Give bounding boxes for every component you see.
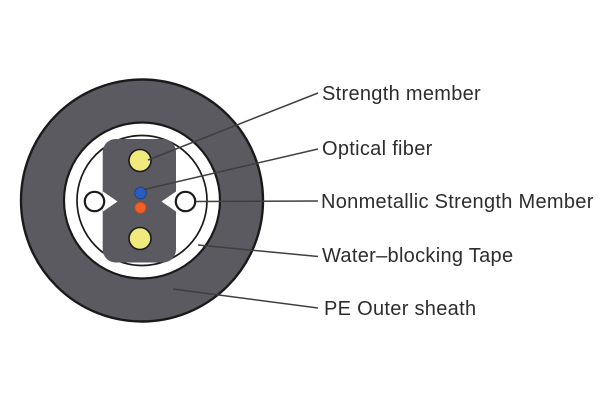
leader-line-water-blocking-tape (197, 244, 319, 258)
label-pe-outer-sheath: PE Outer sheath (324, 297, 477, 320)
label-nonmetallic-strength-member: Nonmetallic Strength Member (321, 191, 594, 213)
label-optical-fiber: Optical fiber (322, 137, 433, 160)
orange-fiber-dot (134, 201, 147, 214)
drop-cable-core (102, 139, 176, 263)
left-notch (103, 191, 118, 212)
nonmetallic-strength-member-left (83, 190, 106, 213)
leader-line-nonmetallic-strength-member (195, 200, 319, 203)
nonmetallic-strength-member-right (174, 190, 197, 213)
right-notch (161, 191, 176, 212)
strength-member-top (128, 148, 152, 173)
leader-line-pe-outer-sheath (172, 288, 319, 309)
strength-member-bottom (128, 226, 152, 251)
label-strength-member: Strength member (322, 83, 482, 105)
leader-line-strength-member (147, 92, 319, 161)
label-water-blocking-tape: Water–blocking Tape (322, 245, 514, 267)
leader-line-optical-fiber (143, 148, 319, 191)
optical-fiber-dot (134, 186, 147, 200)
